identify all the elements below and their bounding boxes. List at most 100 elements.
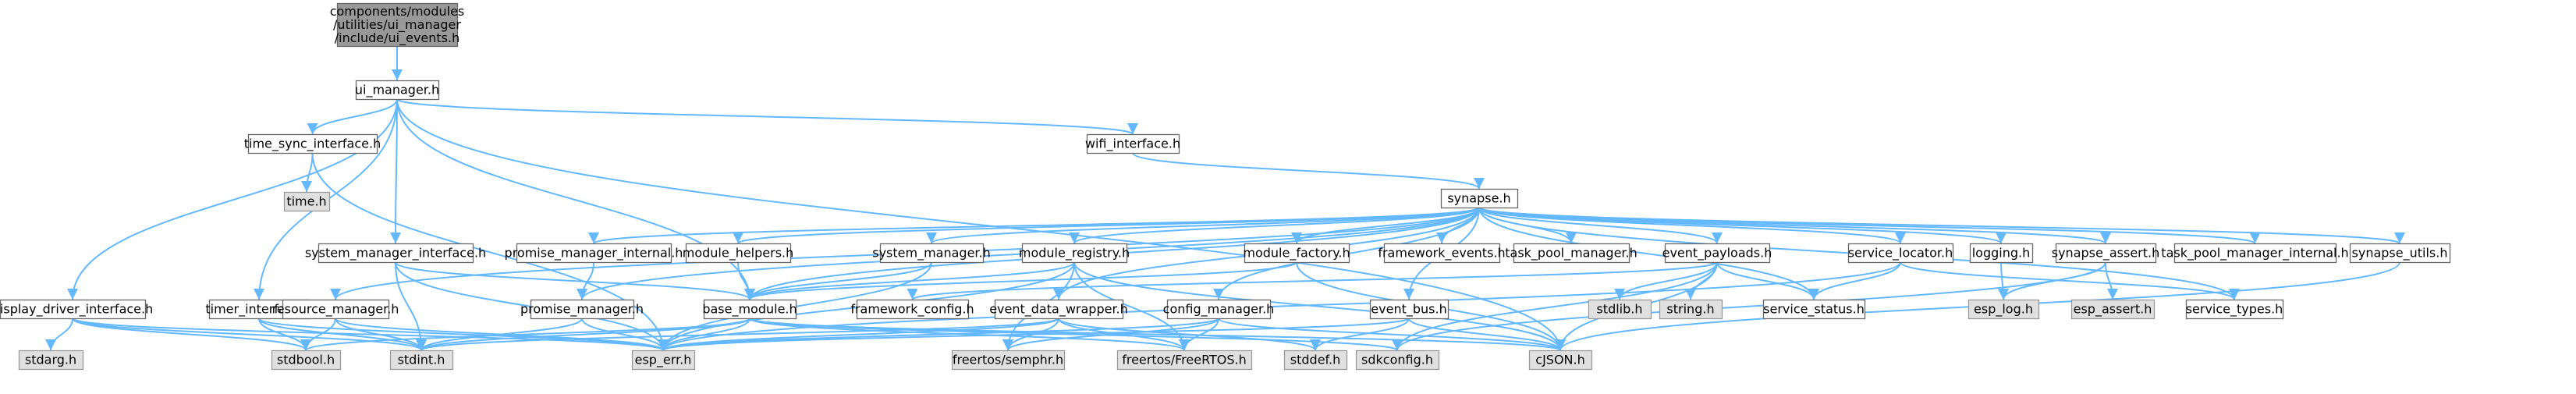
node-config-manager[interactable]: config_manager.h — [1163, 299, 1275, 320]
node-time-sync-interface[interactable]: time_sync_interface.h — [244, 133, 381, 154]
node-event-payloads[interactable]: event_payloads.h — [1662, 243, 1772, 264]
node-label: system_manager_interface.h — [305, 246, 486, 261]
edge-service_locator-to-service_status — [1808, 261, 1901, 300]
edge-synapse-to-service_status — [1478, 207, 1819, 300]
edge-ui_manager-to-system_manager_interface — [390, 98, 402, 244]
node-label: module_factory.h — [1243, 246, 1350, 261]
node-label: event_bus.h — [1371, 302, 1446, 318]
node-event-data-wrapper[interactable]: event_data_wrapper.h — [989, 299, 1128, 320]
edge-ui_manager-to-cJSON — [396, 98, 1566, 351]
node-promise-manager-internal[interactable]: promise_manager_internal.h — [505, 243, 683, 264]
node-label: base_module.h — [702, 302, 797, 318]
node-sdkconfig: sdkconfig.h — [1355, 350, 1440, 371]
node-label: string.h — [1666, 302, 1714, 317]
edge-synapse-to-system_manager — [926, 207, 1480, 244]
node-box — [516, 243, 672, 264]
node-label: config_manager.h — [1163, 302, 1275, 318]
node-box — [1440, 188, 1519, 209]
edge-event_bus-to-esp_err — [658, 318, 1410, 351]
edge-ui_manager-to-base_module — [396, 98, 755, 300]
node-label: stddef.h — [1290, 353, 1340, 367]
edge-system_manager-to-esp_err — [658, 261, 932, 351]
edge-synapse-to-promise_manager_internal — [588, 207, 1480, 244]
edge-wifi_interface-to-synapse — [1132, 152, 1485, 190]
node-system-manager-interface[interactable]: system_manager_interface.h — [305, 243, 486, 264]
edge-synapse-to-synapse_assert — [1478, 207, 2111, 244]
node-display-driver-interface[interactable]: display_driver_interface.h — [0, 299, 153, 320]
node-box — [389, 350, 454, 371]
node-box — [18, 350, 84, 371]
node-stdbool: stdbool.h — [271, 350, 342, 371]
node-stdarg: stdarg.h — [18, 350, 84, 371]
node-box — [951, 350, 1066, 371]
node-event-bus[interactable]: event_bus.h — [1369, 299, 1449, 320]
node-time: time.h — [283, 191, 331, 212]
node-label: stdbool.h — [277, 353, 335, 367]
node-resource-manager[interactable]: resource_manager.h — [272, 299, 399, 320]
node-service-types[interactable]: service_types.h — [2186, 299, 2284, 320]
node-box — [271, 350, 342, 371]
edge-event_data_wrapper-to-stddef — [1058, 318, 1321, 351]
node-promise-manager[interactable]: promise_manager.h — [520, 299, 644, 320]
node-framework-config[interactable]: framework_config.h — [850, 299, 974, 320]
node-box — [318, 243, 474, 264]
edge-event_payloads-to-sdkconfig — [1392, 261, 1718, 351]
node-label: freertos/FreeRTOS.h — [1122, 353, 1247, 367]
node-box — [1513, 243, 1630, 264]
node-label: esp_err.h — [635, 353, 692, 368]
node-logging[interactable]: logging.h — [1969, 243, 2034, 264]
node-synapse[interactable]: synapse.h — [1440, 188, 1519, 209]
node-box — [1588, 299, 1652, 320]
edge-service_locator-to-esp_err — [658, 261, 1901, 351]
edge-system_manager_interface-to-stdint — [395, 261, 427, 351]
node-box — [1021, 243, 1128, 264]
node-stddef: stddef.h — [1283, 350, 1348, 371]
edge-base_module-to-stdint — [416, 318, 750, 351]
node-stdlib: stdlib.h — [1588, 299, 1652, 320]
node-label: framework_events.h — [1378, 246, 1505, 261]
edge-display_driver_interface-to-stdint — [72, 318, 427, 351]
edge-ui_manager-to-display_driver_interface — [67, 98, 398, 300]
edge-promise_manager_internal-to-promise_manager — [577, 261, 594, 300]
node-box — [1166, 299, 1272, 320]
edge-synapse_assert-to-sdkconfig — [1392, 261, 2106, 351]
node-label: service_status.h — [1763, 302, 1865, 318]
node-system-manager[interactable]: system_manager.h — [872, 243, 991, 264]
node-module-helpers[interactable]: module_helpers.h — [683, 243, 794, 264]
node-label: synapse_utils.h — [2352, 246, 2448, 261]
node-synapse-assert[interactable]: synapse_assert.h — [2052, 243, 2159, 264]
node-service-status[interactable]: service_status.h — [1762, 299, 1866, 320]
node-framework-events[interactable]: framework_events.h — [1378, 243, 1506, 264]
node-service-locator[interactable]: service_locator.h — [1848, 243, 1954, 264]
node-box — [282, 299, 390, 320]
edge-module_registry-to-freertos_FreeRTOS — [1073, 261, 1190, 351]
node-box — [1244, 243, 1350, 264]
node-box — [1967, 299, 2040, 320]
node-task-pool-manager[interactable]: task_pool_manager.h — [1505, 243, 1637, 264]
node-label: module_helpers.h — [683, 246, 794, 261]
node-ui-manager[interactable]: ui_manager.h — [355, 80, 440, 101]
node-box — [0, 299, 147, 320]
edge-ui_manager-to-time_sync_interface — [307, 98, 398, 135]
edge-event_data_wrapper-to-esp_err — [658, 318, 1059, 351]
node-label: system_manager.h — [872, 246, 991, 261]
node-label: stdlib.h — [1596, 302, 1642, 317]
node-label: framework_config.h — [850, 302, 974, 318]
node-base-module[interactable]: base_module.h — [702, 299, 797, 320]
node-box — [879, 243, 985, 264]
node-wifi-interface[interactable]: wifi_interface.h — [1085, 133, 1180, 154]
edge-event_payloads-to-framework_config — [907, 261, 1718, 300]
node-label: task_pool_manager_internal.h — [2161, 246, 2348, 261]
node-box — [1355, 350, 1440, 371]
edge-time_sync_interface-to-time — [301, 152, 314, 193]
node-task-pool-manager-internal[interactable]: task_pool_manager_internal.h — [2161, 243, 2349, 264]
edge-synapse-to-module_registry — [1069, 207, 1480, 244]
node-synapse-utils[interactable]: synapse_utils.h — [2349, 243, 2451, 264]
node-box — [2349, 243, 2451, 264]
node-label: task_pool_manager.h — [1505, 246, 1637, 261]
node-module-registry[interactable]: module_registry.h — [1019, 243, 1130, 264]
node-label: ui_manager.h — [355, 83, 439, 98]
node-module-factory[interactable]: module_factory.h — [1243, 243, 1350, 264]
node-freertos-semphr: freertos/semphr.h — [951, 350, 1066, 371]
